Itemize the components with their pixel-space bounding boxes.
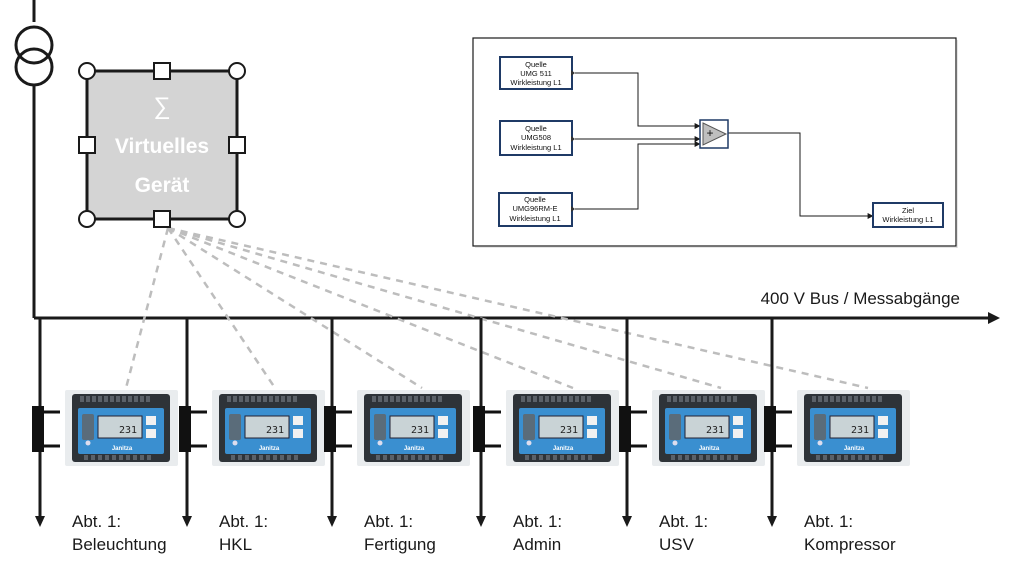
meter-brand-logo: Janitza: [844, 446, 865, 452]
meter-display-value: 231: [851, 425, 869, 436]
department-label-name: Kompressor: [804, 535, 896, 554]
bus-label: 400 V Bus / Messabgänge: [761, 289, 960, 308]
flow-editor-panel: Quelle UMG 511 Wirkleistung L1 Quelle UM…: [472, 37, 958, 248]
meter-brand-logo: Janitza: [112, 446, 133, 452]
current-transformer-icon: [619, 406, 631, 452]
department-label-name: Beleuchtung: [72, 535, 167, 554]
flow-source-2[interactable]: Quelle UMG508 Wirkleistung L1: [499, 120, 575, 156]
svg-text:Wirkleistung L1: Wirkleistung L1: [510, 143, 561, 152]
svg-text:Quelle: Quelle: [525, 124, 547, 133]
meter-display-value: 231: [411, 425, 429, 436]
department-label-prefix: Abt. 1:: [219, 512, 268, 531]
svg-text:UMG96RM-E: UMG96RM-E: [512, 204, 557, 213]
meter-button[interactable]: [293, 429, 303, 438]
down-arrow-icon: [622, 516, 632, 527]
current-transformer-icon: [324, 406, 336, 452]
sum-icon: ∑: [153, 93, 170, 120]
svg-text:Ziel: Ziel: [902, 206, 914, 215]
virtual-device[interactable]: ∑ Virtuelles Gerät: [78, 62, 246, 228]
meter-button[interactable]: [587, 429, 597, 438]
transformer-symbol: [14, 0, 54, 318]
svg-text:Wirkleistung L1: Wirkleistung L1: [882, 215, 933, 224]
meter-display-value: 231: [266, 425, 284, 436]
meter-button[interactable]: [733, 429, 743, 438]
svg-text:UMG 511: UMG 511: [520, 69, 552, 78]
meter-button[interactable]: [733, 416, 743, 425]
virtual-device-title-2: Gerät: [135, 174, 190, 197]
meter-button[interactable]: [146, 416, 156, 425]
virtual-link-5: [167, 226, 722, 390]
current-transformer-icon: [32, 406, 44, 452]
virtual-device-title-1: Virtuelles: [115, 135, 209, 158]
meter-display-value: 231: [560, 425, 578, 436]
down-arrow-icon: [767, 516, 777, 527]
virtual-links: [124, 226, 869, 390]
virtual-link-2: [166, 227, 277, 389]
flow-wires: [575, 72, 874, 219]
main-bus: [34, 312, 1000, 324]
down-arrow-icon: [476, 516, 486, 527]
meter-button[interactable]: [438, 416, 448, 425]
department-label-name: USV: [659, 535, 695, 554]
flow-source-3[interactable]: Quelle UMG96RM-E Wirkleistung L1: [498, 192, 575, 227]
meter-brand-logo: Janitza: [404, 446, 425, 452]
svg-text:Wirkleistung L1: Wirkleistung L1: [510, 78, 561, 87]
down-arrow-icon: [35, 516, 45, 527]
down-arrow-icon: [327, 516, 337, 527]
current-transformer-icon: [473, 406, 485, 452]
meter-button[interactable]: [878, 416, 888, 425]
adder-plus-icon: +: [706, 126, 713, 140]
virtual-link-6: [167, 226, 869, 390]
department-label-name: Admin: [513, 535, 561, 554]
department-label-prefix: Abt. 1:: [513, 512, 562, 531]
department-label-prefix: Abt. 1:: [804, 512, 853, 531]
svg-text:Quelle: Quelle: [525, 60, 547, 69]
meter-brand-logo: Janitza: [553, 446, 574, 452]
svg-text:Wirkleistung L1: Wirkleistung L1: [509, 214, 560, 223]
meter-button[interactable]: [146, 429, 156, 438]
department-label-prefix: Abt. 1:: [72, 512, 121, 531]
virtual-link-1: [124, 227, 170, 389]
virtual-link-3: [167, 226, 423, 390]
current-transformer-icon: [764, 406, 776, 452]
adder-block[interactable]: +: [699, 119, 729, 149]
department-label-prefix: Abt. 1:: [659, 512, 708, 531]
meter-brand-logo: Janitza: [259, 446, 280, 452]
department-label-name: Fertigung: [364, 535, 436, 554]
meter-button[interactable]: [878, 429, 888, 438]
meter-button[interactable]: [438, 429, 448, 438]
down-arrow-icon: [182, 516, 192, 527]
flow-target[interactable]: Ziel Wirkleistung L1: [872, 202, 944, 228]
flow-source-1[interactable]: Quelle UMG 511 Wirkleistung L1: [499, 56, 575, 90]
svg-text:UMG508: UMG508: [521, 133, 551, 142]
department-label-prefix: Abt. 1:: [364, 512, 413, 531]
current-transformer-icon: [179, 406, 191, 452]
meter-button[interactable]: [587, 416, 597, 425]
department-label-name: HKL: [219, 535, 252, 554]
meter-display-value: 231: [119, 425, 137, 436]
svg-text:Quelle: Quelle: [524, 195, 546, 204]
meter-brand-logo: Janitza: [699, 446, 720, 452]
virtual-link-4: [167, 226, 574, 390]
meter-button[interactable]: [293, 416, 303, 425]
meter-display-value: 231: [706, 425, 724, 436]
